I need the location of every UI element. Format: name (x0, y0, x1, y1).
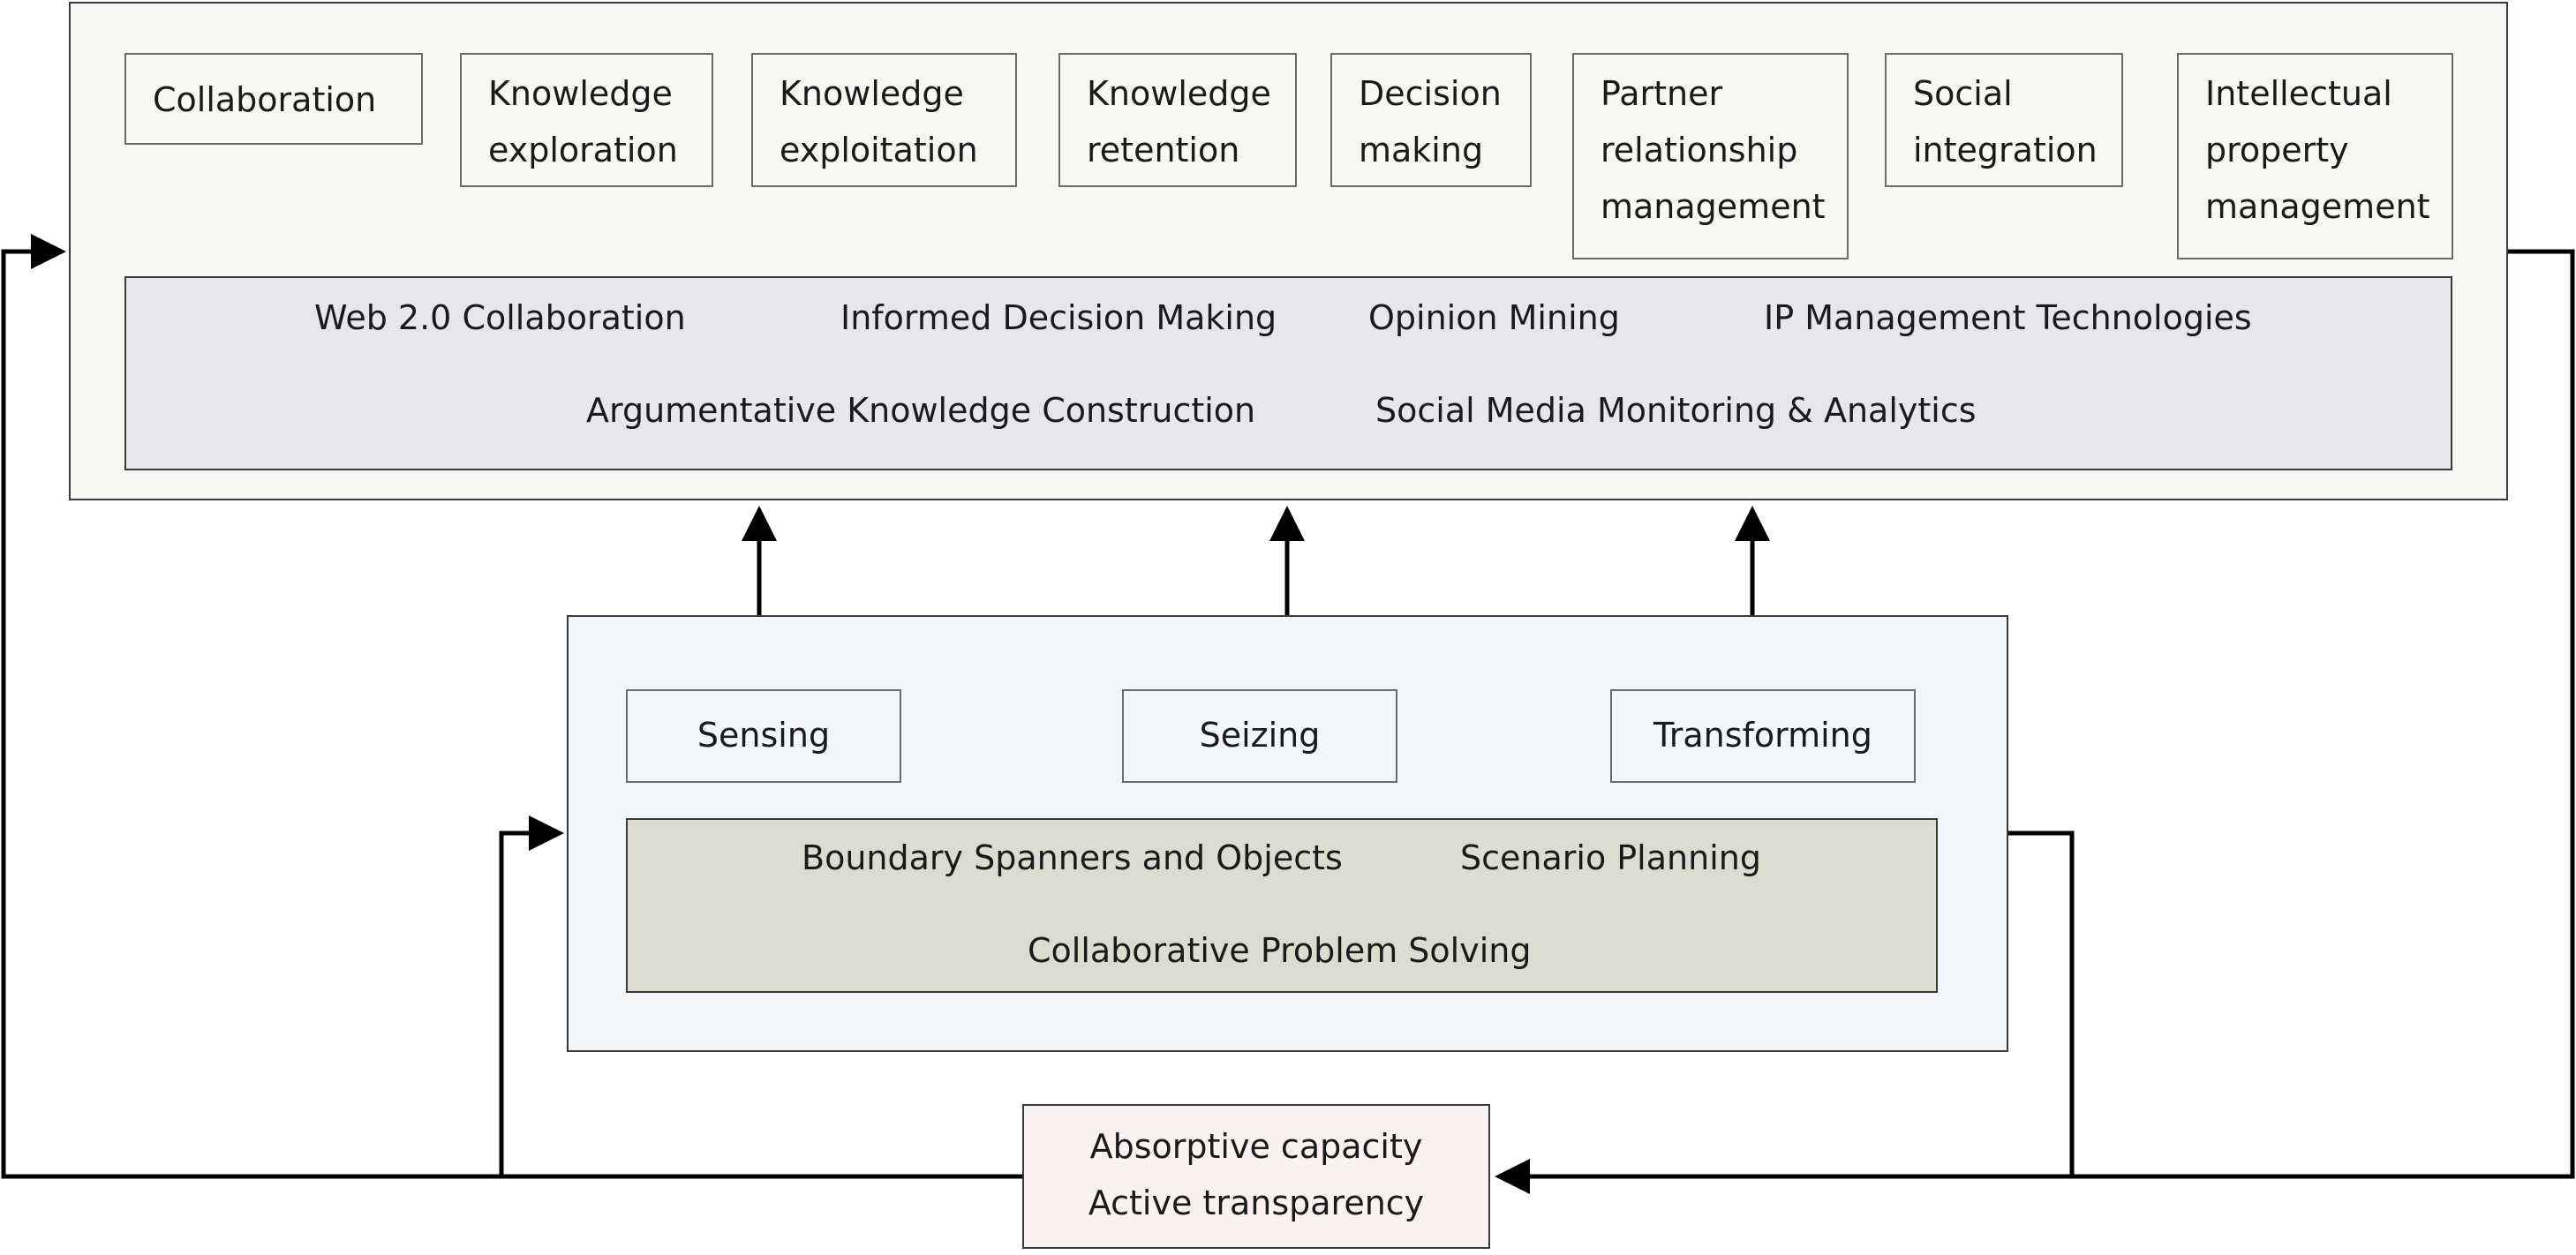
outcome-box: Absorptive capacity Active transparency (1022, 1104, 1490, 1249)
feedback-loop-right-inner (2008, 830, 2075, 1176)
dynamic-capability-seizing: Seizing (1122, 689, 1397, 783)
feedback-loop-left-outer (1, 234, 1022, 1179)
mechanisms-band (626, 818, 1938, 993)
capability-social-integration: Social integration (1885, 53, 2123, 187)
capability-partner-relationship-management: Partner relationship management (1572, 53, 1849, 259)
tech-web20-collaboration: Web 2.0 Collaboration (314, 298, 686, 337)
tech-opinion-mining: Opinion Mining (1368, 298, 1620, 337)
technologies-band (124, 276, 2452, 470)
capability-intellectual-property-management: Intellectual property management (2177, 53, 2453, 259)
capability-decision-making: Decision making (1330, 53, 1532, 187)
tech-social-media-monitoring: Social Media Monitoring & Analytics (1375, 391, 1977, 430)
dynamic-capability-sensing: Sensing (626, 689, 901, 783)
outcome-active-transparency: Active transparency (1088, 1184, 1425, 1222)
tech-informed-decision-making: Informed Decision Making (840, 298, 1277, 337)
outcome-absorptive-capacity: Absorptive capacity (1089, 1127, 1423, 1166)
capability-collaboration: Collaboration (124, 53, 423, 145)
capability-knowledge-exploration: Knowledge exploration (460, 53, 713, 187)
tech-ip-management-technologies: IP Management Technologies (1764, 298, 2252, 337)
mechanism-collaborative-problem-solving: Collaborative Problem Solving (1028, 931, 1532, 970)
capability-knowledge-exploitation: Knowledge exploitation (751, 53, 1017, 187)
mechanism-boundary-spanners: Boundary Spanners and Objects (802, 838, 1343, 877)
dynamic-capability-transforming: Transforming (1610, 689, 1916, 783)
capability-knowledge-retention: Knowledge retention (1058, 53, 1297, 187)
tech-argumentative-knowledge-construction: Argumentative Knowledge Construction (586, 391, 1256, 430)
feedback-loop-left-inner (499, 815, 564, 1176)
feedback-loop-right-outer (1495, 249, 2575, 1194)
mechanism-scenario-planning: Scenario Planning (1460, 838, 1761, 877)
